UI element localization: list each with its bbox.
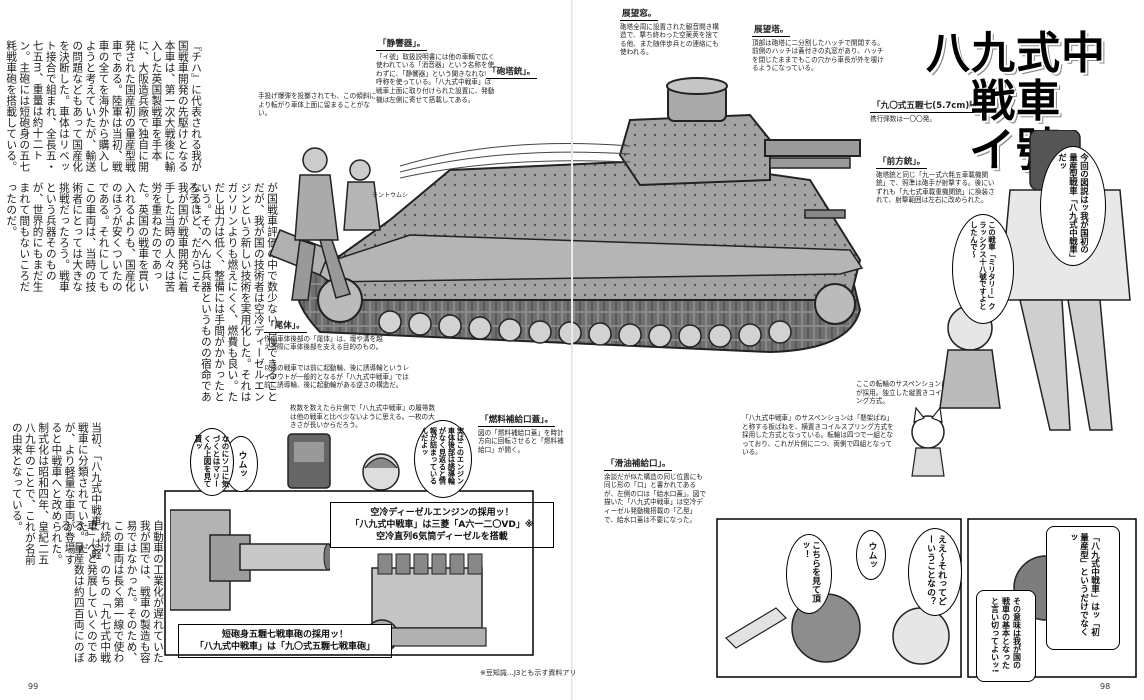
page-number-right: 98	[1100, 682, 1111, 691]
callout-title: 「静響器」。	[376, 39, 428, 51]
callout-body: 頂部は砲塔に二分割したハッチで開閉する。前側のハッチは蓋付きの丸窓があり、ハッチ…	[752, 38, 884, 73]
tank-illustration	[269, 77, 864, 354]
callout-title: 「尾体」。	[264, 321, 307, 333]
note-top-left: テントウムシ	[372, 192, 409, 199]
callout-silencer: 「静響器」。 「イ號」取扱説明書には他の車輌で広く使われている「消音器」という名…	[376, 40, 496, 104]
note-suspension-small: ここの転輪のサスペンションはリーフ式が採用。独立した縦置きコイルスプリング方式。	[856, 380, 974, 406]
engine-caption: 空冷ディーゼルエンジンの採用ッ！ 「八九式中戦車」は三菱「A六一二〇VD」※ 空…	[330, 502, 554, 548]
title-main: 八九式中戦車	[926, 28, 1106, 127]
bearded-character	[287, 433, 331, 489]
callout-fuel-cap: 「燃料補給口蓋」。 図の「燃料補給口蓋」を時計方向に回転させると「燃料補給口」が…	[478, 416, 568, 454]
cupola-top	[666, 77, 728, 95]
callout-body: 作中車体後部の「尾体」は、壕や溝を越える際に車体後部を支える目的のもの。	[264, 334, 383, 352]
gun-line2: 「八九式中戦車」は「九〇式五糎七戦車砲」	[194, 642, 375, 652]
speech-balloon: 実はこのエンジン車体後部は誘導輪がなく見返ると情報が詰まっているんだよッ	[414, 420, 472, 498]
callout-body: 携行弾数は一〇〇発。	[870, 114, 936, 123]
callout-title: 「燃料補給口蓋」。	[478, 415, 556, 427]
speech-balloon: 今回の図説はッ我が国初の量産型戦車「八九式中戦車」だッ	[1040, 146, 1106, 266]
note-drive-layout: 以降の戦車では前に起動輪、後に誘導輪というレイアウトが一般的となるが「八九式中戦…	[264, 364, 410, 390]
speech-balloon: なのにソコに気づくとはマリーくん上図を見て貰ッ	[190, 428, 234, 496]
callout-bow-mg: 「前方銃」。 砲塔銃と同じ「九一式六粍五車載機関銃」で、照準は砲手が射撃する。後…	[876, 158, 996, 205]
motion-lines	[400, 143, 631, 179]
gun-line1: 短砲身五糎七戦車砲の採用ッ！	[221, 630, 348, 640]
girl-character	[362, 453, 400, 491]
engine-line3: 空冷直列6気筒ディーゼルを搭載	[376, 532, 508, 542]
note-grenade: 手投げ爆弾を投擲されても、この傾斜により転がり車体上面に留まることがない。	[258, 92, 376, 118]
callout-title: 展望塔。	[752, 25, 791, 37]
idler-wheel	[814, 283, 856, 325]
speech-balloon: 「八九式中戦車」はッ「初量産型」というだけでなくッ	[1046, 526, 1120, 650]
prose-top-block: 『チハ』に代表される我が国戦車開発の先駆けとなる本車は、第一次大戦後に輸入した英…	[6, 40, 202, 172]
speech-balloon: この戦車「ミリタリー」クラッシクス十八號ですよとしたんで～	[952, 214, 1014, 324]
engine-line2: 「八九式中戦車」は三菱「A六一二〇VD」※	[350, 520, 534, 530]
speech-balloon: こちらを見て頂ッ！	[786, 534, 832, 614]
speech-balloon: その意味は我が国の戦車の基本となったと言い切ってよいッ!	[976, 590, 1036, 682]
turret	[618, 113, 771, 187]
gun-drawing	[170, 509, 330, 611]
callout-body: 余談だが似た構造の同じ位置にも同じ形の「口」と書かれてあるが、左側の口は「給水口…	[604, 472, 707, 524]
callout-vision-port: 展望窓。 砲塔全周に設置された観音開き構造で、撃ち終わった空薬莢を捨てる他、また…	[620, 10, 720, 57]
callout-title: 「滑油補給口」。	[604, 459, 673, 471]
callout-turret-mg: 「砲塔銃」。	[486, 68, 546, 81]
speech-balloon: ウムッ	[856, 530, 886, 580]
note-suspension-big: 「八九式中戦車」のサスペンションは「懸架ばね」と称する板ばねを、横置きコイルスプ…	[742, 414, 894, 457]
prose-bottom-block: 自動車の工業化が遅れていた我が国では、戦車の製造も容易ではなかった。そのため、こ…	[59, 520, 164, 663]
prose-lower-block: 当初、「八九式中戦車」は軽戦車に分類されていた。だが、より軽量な車両が登場すると…	[10, 422, 102, 565]
footnote: ※豆知識…J3とも示す資料アリ	[480, 669, 577, 677]
engine-line1: 空冷ディーゼルエンジンの採用ッ！	[370, 508, 514, 518]
speech-balloon: ええ～それってどーいうことなの？	[908, 528, 962, 616]
callout-body: 砲塔銃と同じ「九一式六粍五車載機関銃」で、照準は砲手が射撃する。後にいずれも「九…	[876, 170, 995, 205]
callout-title: 「砲塔銃」。	[486, 67, 538, 79]
callout-oil-cap: 「滑油補給口」。 余談だが似た構造の同じ位置にも同じ形の「口」と書かれてあるが、…	[604, 460, 708, 524]
callout-main-gun: 「九〇式五糎七(5.7cm)戦車砲」。 携行弾数は一〇〇発。	[870, 102, 1010, 123]
callout-body: 図の「燃料補給口蓋」を時計方向に回転させると「燃料補給口」が開く。	[478, 428, 564, 454]
callout-title: 展望窓。	[620, 9, 659, 21]
road-wheels	[378, 310, 792, 348]
callout-title: 「前方銃」。	[876, 157, 928, 169]
prose-mid-block: なるほど、だからこそ我が国が戦車開発に着手した当時の人々は苦労を重ねたのであった…	[6, 182, 202, 292]
cat-character	[911, 406, 945, 477]
note-track-count: 枚数を数えたら片側で「八九式中戦車」の履帯数は他の戦車と比べ少ないように思える。…	[290, 404, 436, 430]
gun-caption: 短砲身五糎七戦車砲の採用ッ！ 「八九式中戦車」は「九〇式五糎七戦車砲」	[178, 624, 392, 658]
callout-cupola: 展望塔。 頂部は砲塔に二分割したハッチで開閉する。前側のハッチは蓋付きの丸窓があ…	[752, 26, 890, 73]
callout-body: 砲塔全周に設置された観音開き構造で、撃ち終わった空薬莢を捨てる他、また随伴歩兵と…	[620, 22, 719, 57]
bow-mg	[804, 209, 846, 219]
callout-title: 「九〇式五糎七(5.7cm)戦車砲」。	[870, 101, 1010, 113]
page-number-left: 99	[28, 682, 39, 691]
engine-drawing	[365, 553, 487, 653]
main-gun	[764, 139, 861, 157]
callout-body: 「イ號」取扱説明書には他の車輌で広く使われている「消音器」という名称を使わずに、…	[376, 52, 495, 104]
page-gutter	[571, 0, 573, 700]
soldiers-drawing	[291, 147, 381, 301]
prose-col-right-of-tank: が国戦車評価の中で数少ない自慢できることだが、我が国の技術者は空冷ディーゼルエン…	[188, 182, 278, 402]
engine-frame	[164, 490, 534, 656]
callout-tail: 「尾体」。 作中車体後部の「尾体」は、壕や溝を越える際に車体後部を支える目的のも…	[264, 322, 384, 352]
